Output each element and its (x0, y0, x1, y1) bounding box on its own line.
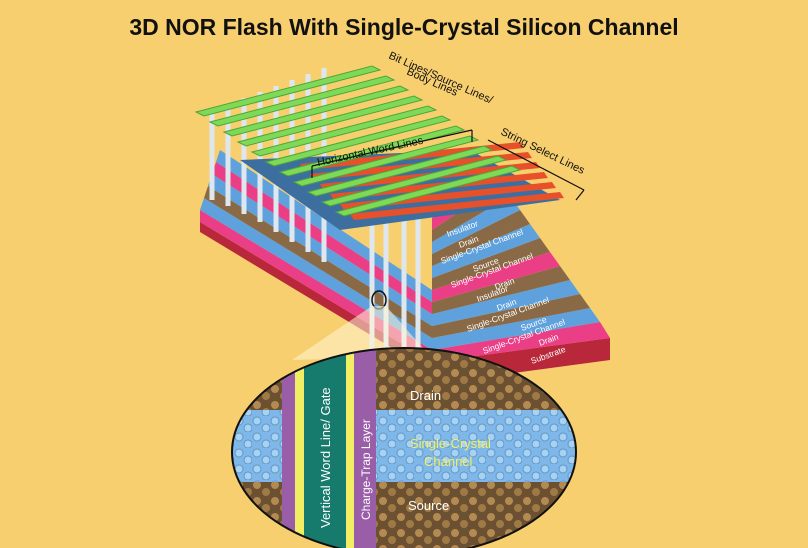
label-charge-trap: Charge-Trap Layer (359, 419, 373, 520)
detail-oval-border (231, 347, 577, 548)
staircase (432, 172, 610, 384)
detail-oval (232, 348, 576, 548)
label-source: Source (408, 498, 449, 513)
detail-labels: Vertical Word Line/ Gate Charge-Trap Lay… (318, 387, 491, 528)
diagram-title: 3D NOR Flash With Single-Crystal Silicon… (129, 14, 679, 40)
bit-lines (194, 65, 522, 217)
magnify-beam (292, 306, 430, 360)
label-bit-lines-1: Bit Lines/Source Lines/ (387, 50, 496, 107)
left-layer-block (200, 150, 432, 372)
label-channel-1: Single-Crystal (410, 436, 491, 451)
label-channel-2: Channel (424, 454, 473, 469)
label-drain: Drain (410, 388, 441, 403)
label-gate: Vertical Word Line/ Gate (318, 387, 333, 528)
